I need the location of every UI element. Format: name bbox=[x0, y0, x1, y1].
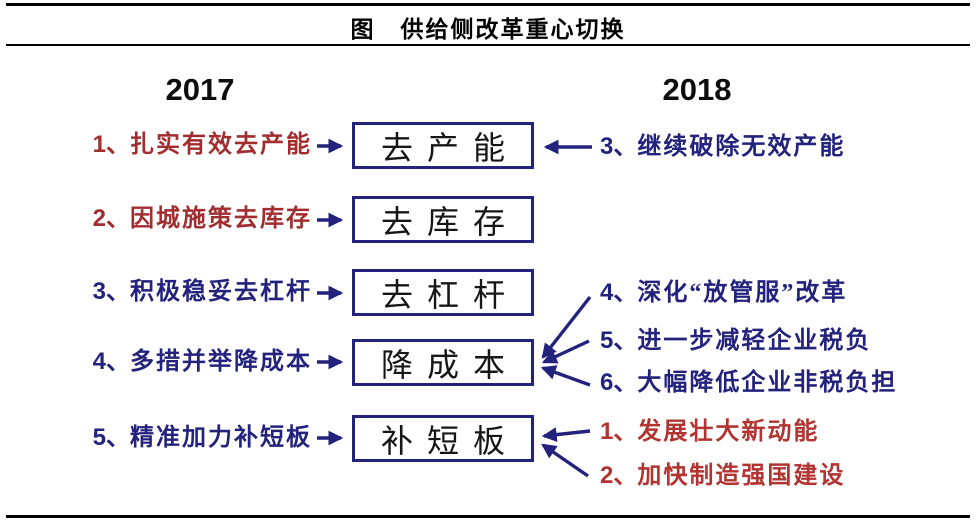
box-quchanneng: 去产能 bbox=[352, 122, 534, 169]
left-item-4: 4、多措并举降成本 bbox=[18, 347, 312, 377]
right-item-4-number: 4、 bbox=[600, 279, 638, 306]
box-buduanban: 补短板 bbox=[352, 415, 534, 462]
left-item-3-number: 3、 bbox=[92, 278, 130, 305]
box-quganggan: 去杠杆 bbox=[352, 269, 534, 316]
right-item-5-label: 进一步减轻企业税负 bbox=[637, 328, 872, 354]
left-item-1: 1、扎实有效去产能 bbox=[18, 130, 312, 160]
right-item-2-number: 2、 bbox=[600, 462, 638, 489]
right-item-6: 6、大幅降低企业非税负担 bbox=[600, 368, 976, 398]
arrow-right-2-to-buduanban bbox=[541, 443, 589, 478]
left-item-5-number: 5、 bbox=[92, 424, 130, 451]
left-item-2-number: 2、 bbox=[92, 205, 130, 232]
figure-title: 图 供给侧改革重心切换 bbox=[350, 17, 626, 42]
right-item-1-number: 1、 bbox=[600, 418, 638, 445]
year-2017-heading: 2017 bbox=[165, 72, 235, 107]
left-item-4-label: 多措并举降成本 bbox=[130, 349, 312, 375]
left-item-2: 2、因城施策去库存 bbox=[18, 204, 312, 234]
arrow-right-5-to-jiangchengben bbox=[541, 339, 590, 364]
left-item-3-label: 积极稳妥去杠杆 bbox=[130, 279, 312, 305]
right-item-5: 5、进一步减轻企业税负 bbox=[600, 326, 976, 356]
arrow-right-4-to-jiangchengben bbox=[541, 295, 592, 359]
left-item-3: 3、积极稳妥去杠杆 bbox=[18, 277, 312, 307]
right-item-5-number: 5、 bbox=[600, 327, 638, 354]
left-item-5: 5、精准加力补短板 bbox=[18, 423, 312, 453]
left-item-1-number: 1、 bbox=[92, 131, 130, 158]
right-item-3: 3、继续破除无效产能 bbox=[600, 132, 976, 162]
year-2018-heading: 2018 bbox=[662, 72, 732, 107]
right-item-2: 2、加快制造强国建设 bbox=[600, 461, 976, 491]
bottom-rule bbox=[6, 515, 970, 518]
left-item-4-number: 4、 bbox=[92, 348, 130, 375]
right-item-6-label: 大幅降低企业非税负担 bbox=[637, 370, 898, 396]
right-item-4: 4、深化“放管服”改革 bbox=[600, 278, 976, 308]
arrow-right-6-to-jiangchengben bbox=[540, 365, 591, 387]
box-jiangchengben: 降成本 bbox=[352, 339, 534, 386]
right-item-6-number: 6、 bbox=[600, 369, 638, 396]
right-item-3-number: 3、 bbox=[600, 133, 638, 160]
right-item-1: 1、发展壮大新动能 bbox=[600, 417, 976, 447]
right-item-3-label: 继续破除无效产能 bbox=[637, 134, 846, 160]
right-item-2-label: 加快制造强国建设 bbox=[637, 463, 846, 489]
left-item-2-label: 因城施策去库存 bbox=[130, 206, 312, 232]
box-qukucun: 去库存 bbox=[352, 196, 534, 243]
left-item-5-label: 精准加力补短板 bbox=[130, 425, 312, 451]
right-item-1-label: 发展壮大新动能 bbox=[637, 419, 820, 445]
title-rule bbox=[6, 44, 970, 46]
arrow-right-1-to-buduanban bbox=[541, 427, 591, 443]
top-rule bbox=[6, 3, 970, 6]
left-item-1-label: 扎实有效去产能 bbox=[130, 132, 312, 158]
right-item-4-label: 深化“放管服”改革 bbox=[637, 280, 848, 306]
